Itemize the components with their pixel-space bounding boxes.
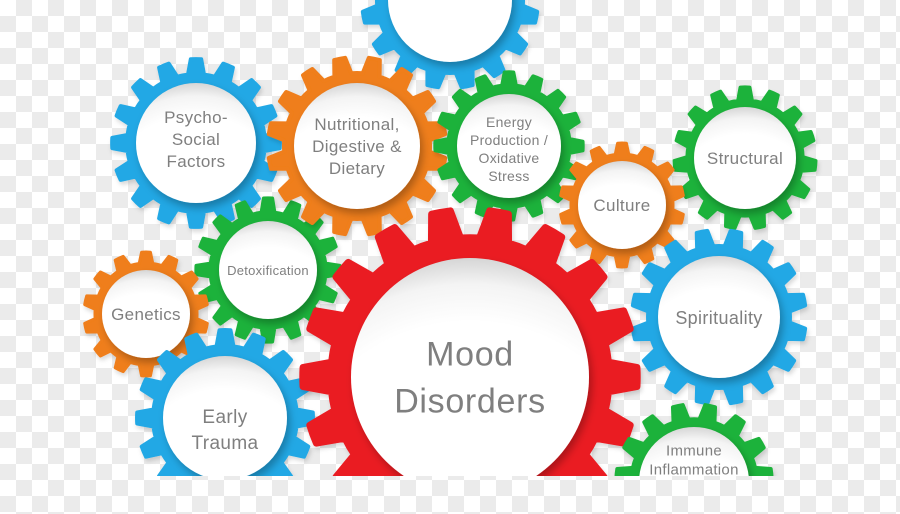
gear-label-culture: Culture xyxy=(593,196,650,215)
gear-face-detoxification xyxy=(219,221,317,319)
gear-face-nutritional-digestive-dietary xyxy=(294,83,420,209)
gear-label-line: Mood xyxy=(426,336,514,374)
gear-face-spirituality xyxy=(658,256,780,378)
gear-face-mood-disorders xyxy=(351,258,589,476)
gear-label-line: Culture xyxy=(593,196,650,215)
gear-label-line: Social xyxy=(172,130,220,149)
gear-face-structural xyxy=(694,107,796,209)
gear-top-partial xyxy=(360,0,540,90)
gear-label-line: Oxidative xyxy=(479,150,540,166)
gear-label-line: Stress xyxy=(488,168,529,184)
gear-label-line: Psycho- xyxy=(164,108,228,127)
gear-label-line: Structural xyxy=(707,149,783,168)
gear-spirituality: Spirituality xyxy=(630,228,808,406)
gear-label-line: Trauma xyxy=(191,433,258,454)
gear-label-spirituality: Spirituality xyxy=(675,308,762,328)
gear-detoxification: Detoxification xyxy=(194,196,342,344)
gear-face-top-partial xyxy=(388,0,512,62)
gear-label-line: Digestive & xyxy=(312,137,402,156)
gear-label-line: Detoxification xyxy=(227,263,309,278)
gear-label-line: Energy xyxy=(486,114,532,130)
gear-label-line: Immune xyxy=(666,442,722,459)
gear-face-culture xyxy=(578,161,666,249)
gear-label-line: Inflammation xyxy=(649,461,738,476)
gear-face-energy-production-oxidative-stress xyxy=(457,94,561,198)
gear-face-early-trauma xyxy=(163,356,287,476)
gear-culture: Culture xyxy=(559,141,685,269)
gear-label-structural: Structural xyxy=(707,149,783,168)
gear-nutritional-digestive-dietary: Nutritional, Digestive & Dietary xyxy=(266,55,448,237)
gear-label-line: Nutritional, xyxy=(314,115,399,134)
gear-genetics: Genetics xyxy=(83,250,209,378)
gear-label-nutritional-digestive-dietary: Nutritional, Digestive & Dietary xyxy=(312,115,402,178)
gear-face-genetics xyxy=(102,270,190,358)
gear-label-line: Factors xyxy=(166,152,225,171)
gear-label-line: Early xyxy=(202,407,247,428)
gear-face-psycho-social-factors xyxy=(136,83,256,203)
gear-label-line: Spirituality xyxy=(675,308,762,328)
gear-label-genetics: Genetics xyxy=(111,305,181,324)
gear-label-line: Dietary xyxy=(329,159,385,178)
gear-label-line: Production / xyxy=(470,132,548,148)
gear-face-immune-inflammation xyxy=(639,427,749,476)
gear-structural: Structural xyxy=(672,85,818,230)
gear-label-line: Disorders xyxy=(394,383,546,421)
gear-label-line: Genetics xyxy=(111,305,181,324)
gear-label-detoxification: Detoxification xyxy=(227,263,309,278)
